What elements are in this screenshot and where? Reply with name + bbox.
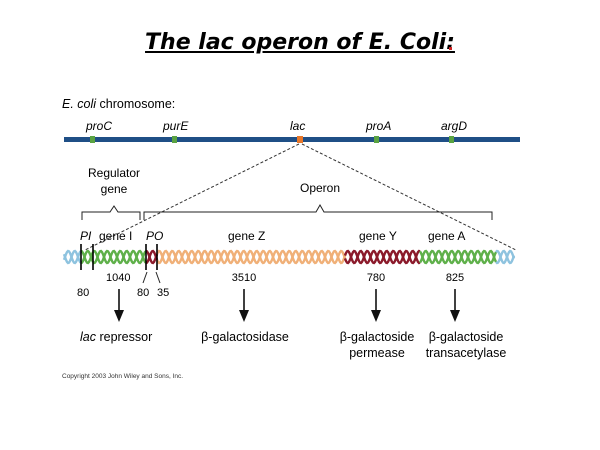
gene-label-proC: proC (85, 119, 112, 133)
region-label-pi: PI (80, 229, 92, 243)
regulator-label-line1: Regulator (88, 166, 140, 180)
helix-gene-a (418, 249, 498, 265)
length-gene-z: 3510 (232, 272, 256, 284)
length-p: 80 (137, 287, 149, 299)
helix-gene-y (343, 249, 421, 265)
chromosome-label-italic: E. coli (62, 97, 97, 111)
o-leader-line (155, 271, 161, 284)
product-transacetylase-line2: transacetylase (426, 346, 507, 360)
helix-promoter-i (80, 249, 95, 265)
gene-label-proA: proA (365, 119, 391, 133)
helix-flank-left (62, 249, 82, 265)
regulator-label-line2: gene (101, 182, 128, 196)
gene-marker-argD (449, 136, 454, 143)
gene-label-argD: argD (441, 119, 467, 133)
copyright-notice: Copyright 2003 John Wiley and Sons, Inc. (62, 373, 184, 380)
gene-marker-purE (172, 136, 177, 143)
arrow-beta-galactosidase (239, 289, 249, 322)
operon-bracket (143, 203, 493, 220)
gene-label-purE: purE (162, 119, 189, 133)
gene-marker-lac (297, 136, 303, 143)
dna-helix (62, 249, 516, 265)
product-repressor-text: repressor (96, 330, 152, 344)
helix-gene-i (92, 249, 147, 265)
region-label-po: PO (146, 229, 163, 243)
length-gene-a: 825 (446, 272, 464, 284)
length-gene-i: 1040 (106, 272, 130, 284)
helix-gene-z (155, 249, 347, 265)
title-period-mark (449, 47, 452, 50)
p-leader-line (142, 271, 148, 284)
gene-marker-proC (90, 136, 95, 143)
chromosome-label-rest: chromosome: (96, 97, 175, 111)
arrow-transacetylase (450, 289, 460, 322)
length-gene-y: 780 (367, 272, 385, 284)
chromosome-label: E. coli chromosome: (62, 97, 175, 111)
helix-flank-right (495, 249, 516, 265)
arrow-permease (371, 289, 381, 322)
region-label-gene-i: gene I (99, 229, 132, 243)
length-pi: 80 (77, 287, 89, 299)
expansion-line-right (301, 143, 517, 251)
product-lac-repressor: lac repressor (80, 330, 152, 344)
region-label-gene-a: gene A (428, 229, 465, 243)
slide-title: The lac operon of E. Coli: (145, 30, 455, 55)
gene-marker-proA (374, 136, 379, 143)
product-beta-galactosidase: β-galactosidase (201, 330, 289, 344)
region-label-gene-z: gene Z (228, 229, 265, 243)
product-permease-line1: β-galactoside (340, 330, 415, 344)
operon-label: Operon (300, 181, 340, 195)
arrow-lac-repressor (114, 289, 124, 322)
helix-promoter-operator (145, 249, 159, 265)
regulator-bracket (81, 205, 141, 220)
chromosome-bar (64, 137, 520, 142)
gene-label-lac: lac (290, 119, 305, 133)
product-lac-italic: lac (80, 330, 97, 344)
region-label-gene-y: gene Y (359, 229, 397, 243)
length-o: 35 (157, 287, 169, 299)
product-permease-line2: permease (349, 346, 405, 360)
product-transacetylase-line1: β-galactoside (429, 330, 504, 344)
